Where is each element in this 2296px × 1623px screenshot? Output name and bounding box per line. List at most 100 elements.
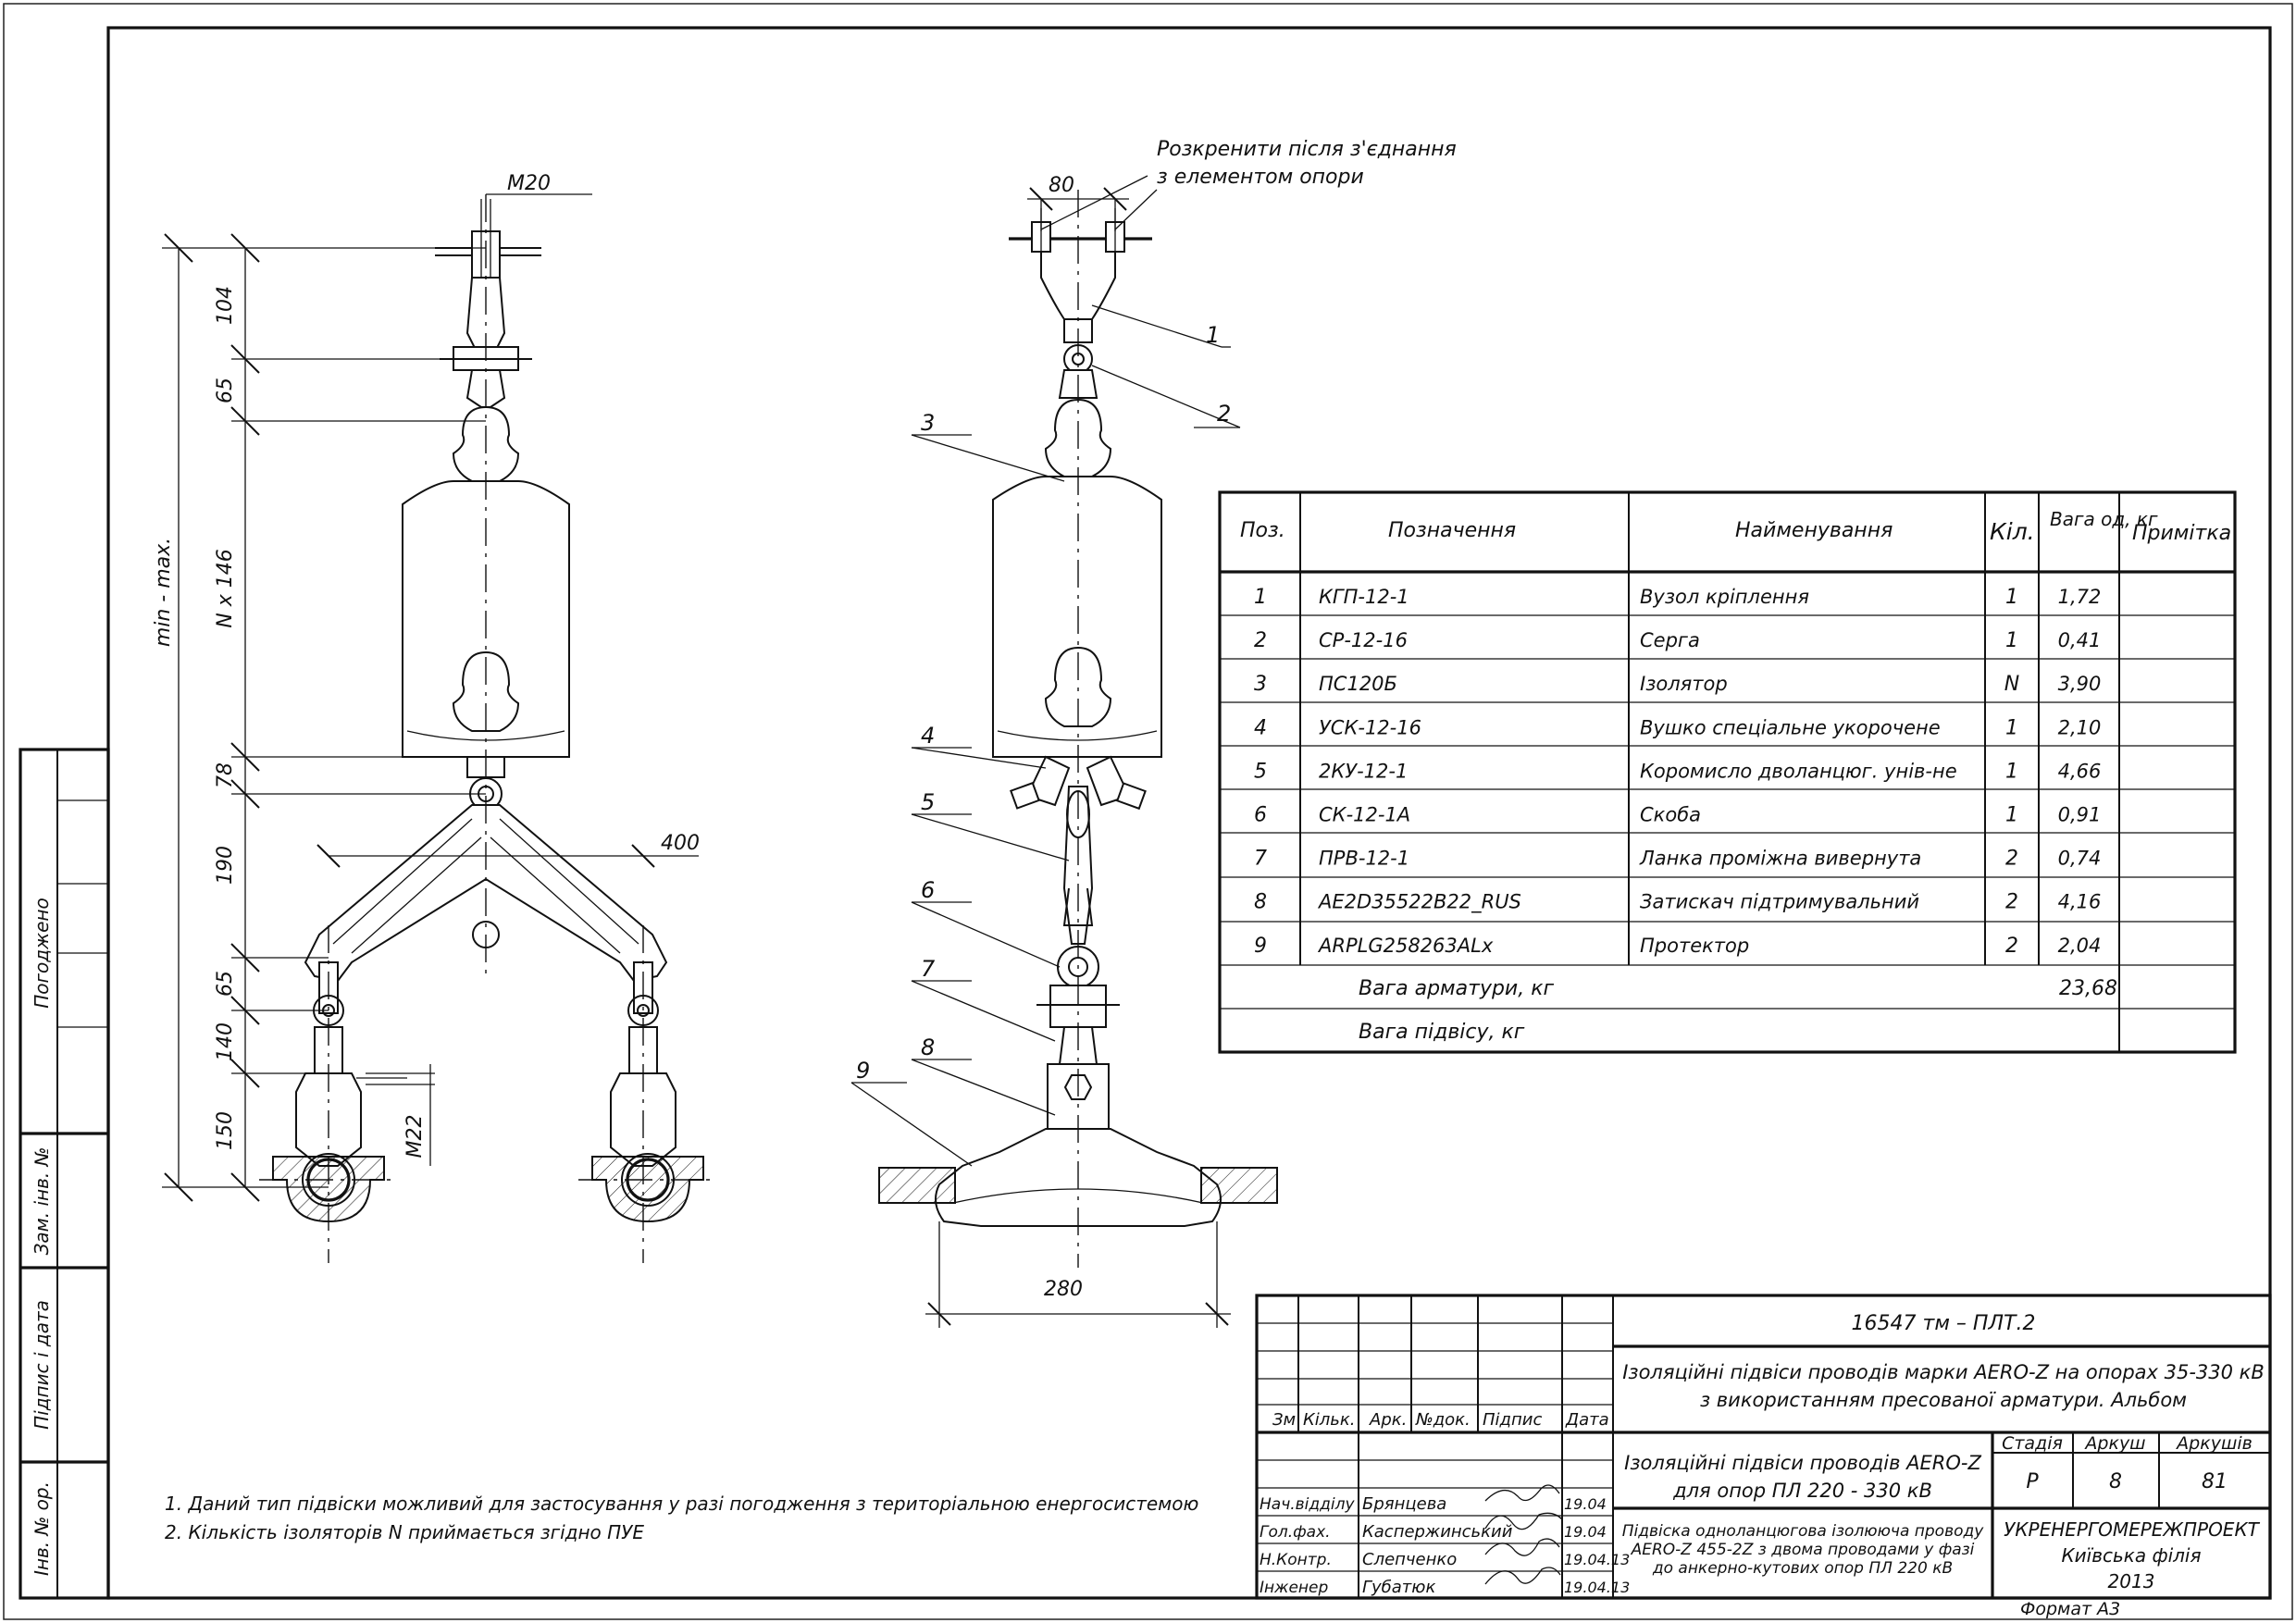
staff-date: 19.04 [1564,1523,1607,1541]
spec-row-code: AE2D35522B22_RUS [1317,891,1521,914]
staff-role: Гол.фах. [1260,1523,1331,1542]
total-fittings-value: 23,68 [2059,977,2117,1000]
dim-104: 104 [214,286,237,325]
spec-row-qty: N [2004,673,2019,696]
spec-row-weight: 4,66 [2058,760,2102,782]
spec-row-weight: 2,04 [2058,935,2102,957]
spec-row-code: СК-12-1А [1319,804,1410,826]
spec-row-name: Серга [1640,629,1700,651]
dim-150: 150 [214,1111,237,1150]
spec-row-pos: 6 [1254,804,1267,827]
spec-header-pos: Поз. [1240,519,1285,542]
spec-row-qty: 2 [2005,935,2018,958]
staff-role: Інженер [1260,1579,1328,1597]
dim-78: 78 [214,762,237,788]
project-title-line1: Ізоляційні підвіси проводів марки AERO-Z… [1622,1361,2265,1383]
spec-table: Поз. Позначення Найменування Кіл. Вага о… [1218,490,2237,1054]
spec-row-code: ARPLG258263ALx [1317,935,1494,957]
spec-row-pos: 5 [1254,760,1267,783]
spec-header-code: Позначення [1388,519,1516,542]
callout-4: 4 [921,723,935,749]
sheet-border [3,3,2293,1620]
section-title-line2: для опор ПЛ 220 - 330 кВ [1672,1480,1932,1502]
side-sign-date-label: Підпис і дата [31,1300,53,1430]
spec-header-name: Найменування [1735,519,1893,542]
leader-note-line1: Розкренити після з'єднання [1157,138,1457,161]
spec-row-pos: 1 [1254,586,1267,609]
dim-190: 190 [214,846,237,885]
spec-row-code: 2КУ-12-1 [1319,760,1408,782]
callout-9: 9 [856,1058,870,1084]
spec-row-weight: 4,16 [2058,891,2102,913]
spec-row-qty: 1 [2005,716,2018,739]
spec-row-name: Вузол кріплення [1640,586,1809,608]
callout-6: 6 [921,877,935,903]
spec-row-code: УСК-12-16 [1319,716,1421,738]
spec-row-qty: 2 [2005,891,2018,914]
callout-3: 3 [921,410,935,436]
side-stamp: Погоджено Зам. інв. № Підпис і дата Інв.… [19,748,110,1600]
staff-date: 19.04.13 [1564,1579,1630,1596]
total-suspension-label: Вага підвісу, кг [1359,1021,1525,1044]
staff-date: 19.04.13 [1564,1551,1630,1568]
staff-role: Нач.відділу [1260,1495,1355,1514]
callout-2: 2 [1217,401,1231,427]
note-2: 2. Кількість ізоляторів N приймається зг… [165,1521,644,1543]
spec-row-name: Вушко спеціальне укорочене [1640,716,1941,738]
spec-row-name: Ланка проміжна вивернута [1639,848,1921,870]
side-approved-label: Погоджено [31,898,53,1008]
spec-row-pos: 7 [1254,848,1267,871]
spec-row-pos: 3 [1254,673,1267,696]
dim-80: 80 [1049,174,1074,197]
dim-m20: M20 [507,172,551,195]
staff-name: Каспержинський [1362,1522,1513,1542]
spec-row-qty: 1 [2005,629,2018,652]
dim-280: 280 [1044,1278,1083,1301]
staff-role: Н.Контр. [1260,1551,1332,1569]
format-label: Формат А3 [2020,1599,2120,1619]
spec-row-pos: 2 [1254,629,1267,652]
callout-1: 1 [1206,322,1220,348]
spec-row-qty: 1 [2005,760,2018,783]
org-branch: Київська філія [2061,1544,2201,1567]
spec-row-weight: 0,41 [2058,629,2102,651]
sheets-value: 81 [2202,1470,2228,1493]
side-view: 80 Розкренити після з'єднання з елементо… [850,138,1457,1328]
title-block: Зм Кільк. Арк. №док. Підпис Дата Нач.від… [1255,1294,2272,1600]
dim-m22: M22 [403,1115,427,1158]
spec-row-name: Коромисло дволанцюг. унів-не [1640,760,1957,782]
spec-row-name: Ізолятор [1640,673,1728,695]
dim-n-x-146: N x 146 [214,549,237,627]
dim-65-top: 65 [214,378,237,403]
rev-header-zm: Зм [1272,1410,1296,1430]
spec-row-weight: 0,91 [2058,804,2102,826]
rev-header-sheet: Арк. [1369,1410,1407,1430]
spec-row-weight: 2,10 [2058,716,2102,738]
spec-row-name: Скоба [1640,804,1701,826]
callout-8: 8 [921,1035,935,1060]
side-replaced-inv-label: Зам. інв. № [31,1147,53,1256]
spec-row-pos: 8 [1254,891,1267,914]
dim-140: 140 [214,1022,237,1061]
dim-min-max: min - max. [152,538,175,647]
staff-name: Брянцева [1362,1494,1446,1514]
drawing-desc-line3: до анкерно-кутових опор ПЛ 220 кВ [1652,1559,1953,1578]
spec-row-code: СР-12-16 [1319,629,1408,651]
total-fittings-label: Вага арматури, кг [1359,977,1555,1000]
staff-date: 19.04 [1564,1495,1607,1513]
spec-row-code: ПС120Б [1319,673,1397,695]
spec-header-note: Примітка [2132,522,2231,545]
callout-5: 5 [921,789,935,815]
project-title-line2: з використанням пресованої арматури. Аль… [1700,1389,2187,1411]
spec-row-code: ПРВ-12-1 [1319,848,1409,870]
section-title-line1: Ізоляційні підвіси проводів AERO-Z [1624,1452,1981,1474]
stage-value: Р [2026,1470,2039,1493]
sheets-label: Аркушів [2175,1433,2253,1454]
spec-header-weight: Вага од, кг [2050,508,2158,530]
rev-header-date: Дата [1565,1410,1609,1430]
spec-row-name: Протектор [1640,935,1749,957]
drawing-desc-line1: Підвіска одноланцюгова ізолююча проводу [1622,1522,1985,1541]
spec-row-qty: 1 [2005,586,2018,609]
